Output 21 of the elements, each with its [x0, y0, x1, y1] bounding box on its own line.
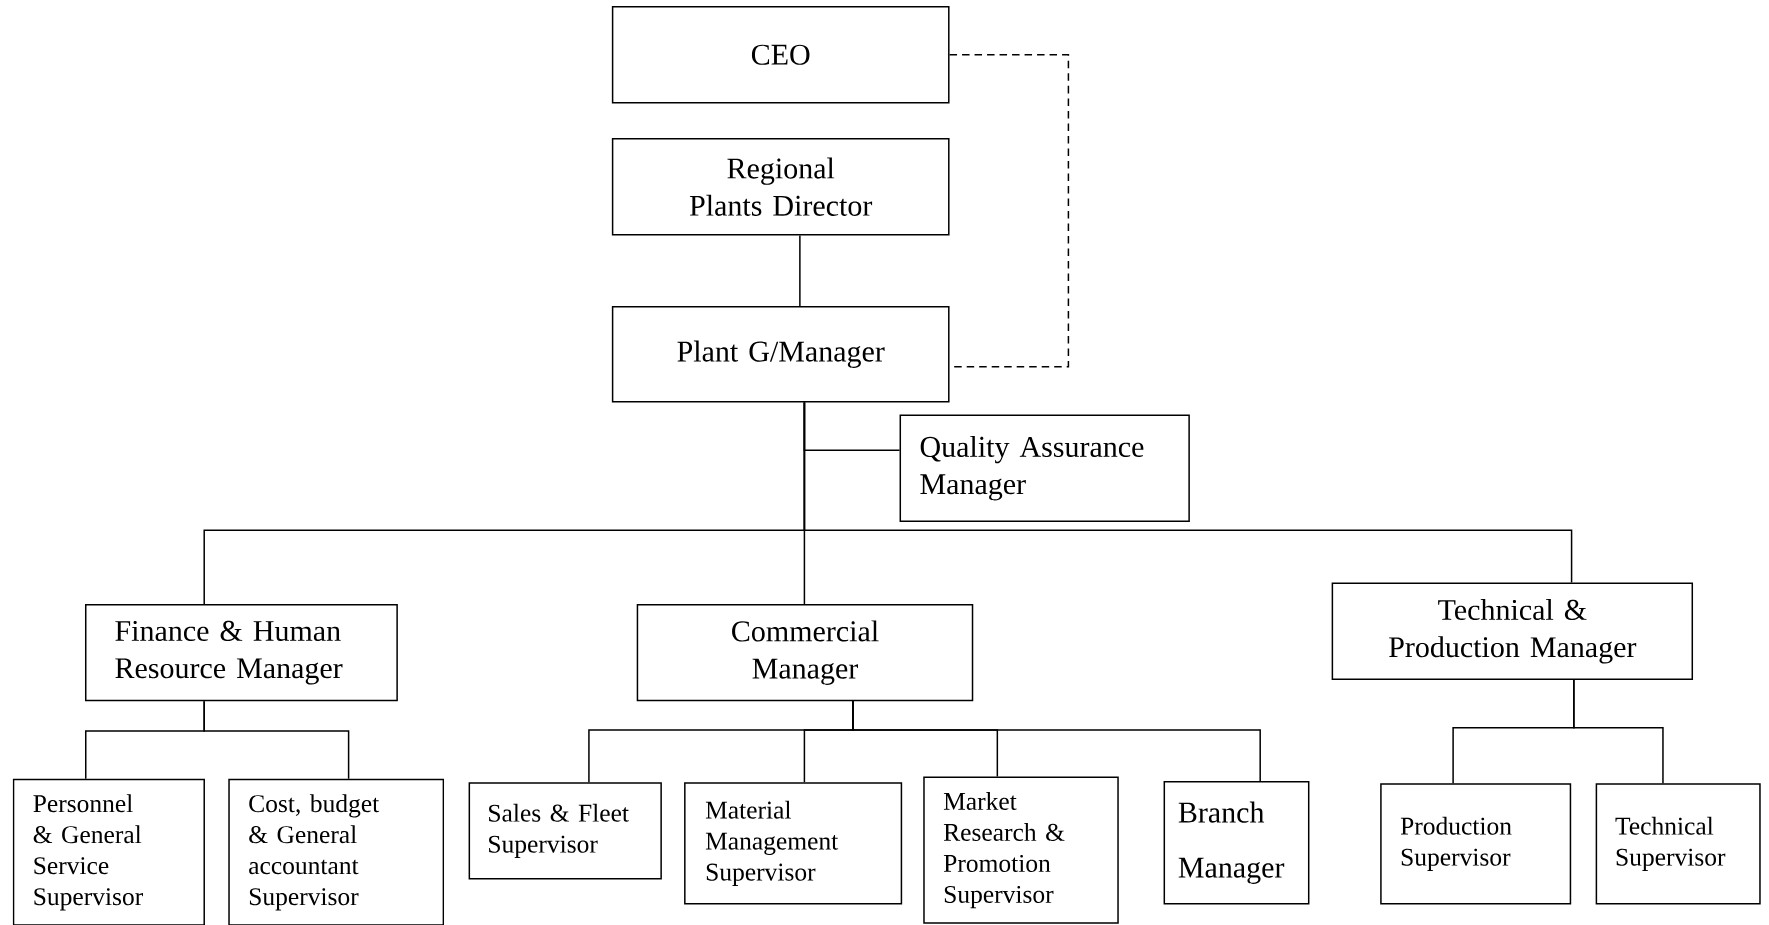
org-box: Technical Supervisor: [1595, 783, 1761, 905]
org-box: Quality Assurance Manager: [899, 414, 1190, 522]
connector-line: [1573, 679, 1664, 785]
org-box: Material Management Supervisor: [684, 782, 903, 905]
org-box: Technical & Production Manager: [1331, 582, 1694, 680]
org-box: Cost, budget & General accountant Supervisor: [228, 778, 445, 925]
org-box: Personnel & General Service Supervisor: [12, 778, 205, 925]
org-box: Market Research & Promotion Supervisor: [923, 776, 1119, 924]
connector-line: [203, 700, 350, 780]
org-box: Branch Manager: [1163, 781, 1310, 905]
org-box: CEO: [611, 6, 950, 104]
org-box: Commercial Manager: [636, 603, 974, 702]
connector-line: [852, 700, 1261, 782]
org-box: Production Supervisor: [1380, 783, 1572, 905]
connector-line: [799, 234, 801, 307]
org-box: Regional Plants Director: [611, 138, 950, 236]
org-box: Sales & Fleet Supervisor: [468, 782, 662, 880]
connector-line: [803, 401, 1573, 584]
dashed-connector: [948, 54, 1070, 368]
org-box: Finance & Human Resource Manager: [85, 603, 398, 702]
org-box: Plant G/Manager: [611, 306, 950, 403]
